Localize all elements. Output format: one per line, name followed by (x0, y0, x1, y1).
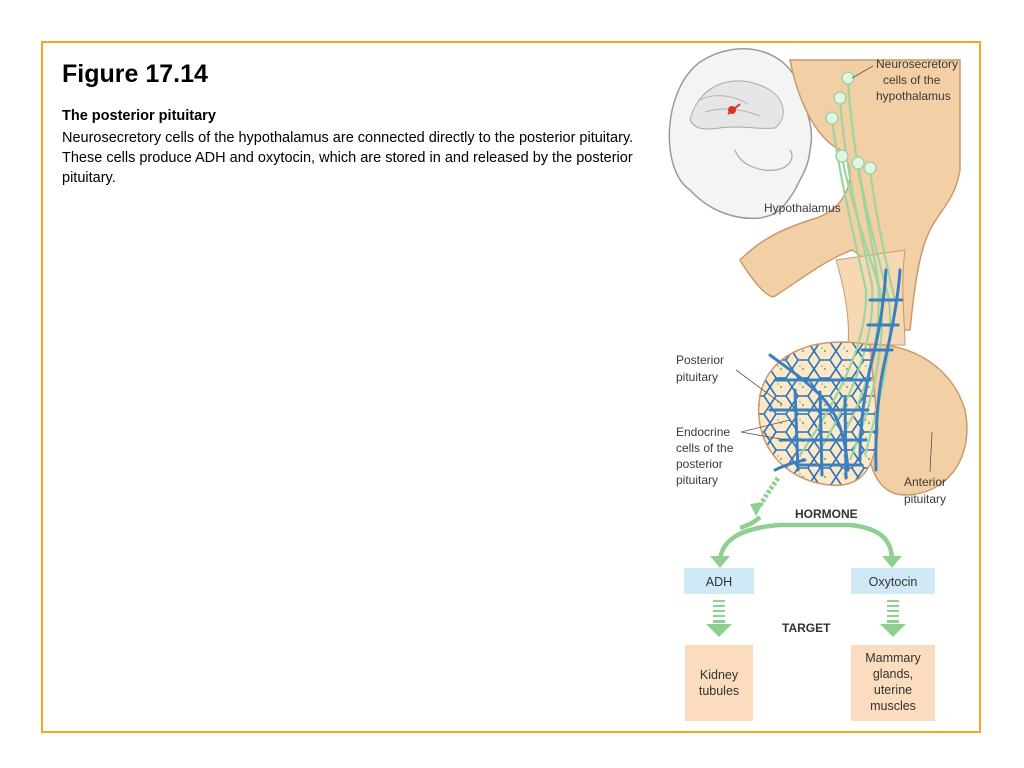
label-anterior-pituitary-line2: pituitary (904, 492, 946, 506)
figure-title: Figure 17.14 (62, 60, 208, 88)
label-posterior-pituitary-line1: Posterior (676, 353, 724, 367)
label-hypothalamus: Hypothalamus (764, 201, 841, 215)
label-endocrine-line2: cells of the (676, 441, 734, 455)
slide-frame (41, 41, 981, 733)
capillary-network (768, 268, 904, 480)
release-arrow (750, 476, 781, 516)
neurosecretory-cell-bodies (825, 71, 877, 175)
adh-label: ADH (706, 575, 732, 589)
mammary-label-line1: Mammary (865, 651, 921, 665)
label-hormone: HORMONE (795, 507, 858, 521)
kidney-label-line1: Kidney (700, 668, 739, 682)
label-posterior-pituitary-line2: pituitary (676, 370, 718, 384)
leader-lines (735, 65, 933, 473)
oxytocin-label: Oxytocin (869, 575, 918, 589)
target-arrows (706, 600, 906, 637)
caption-body: Neurosecretory cells of the hypothalamus… (62, 130, 634, 186)
label-endocrine-line1: Endocrine (676, 425, 730, 439)
posterior-pituitary (758, 341, 879, 487)
posterior-pituitary-diagram: Neurosecretory cells of the hypothalamus… (668, 48, 968, 721)
label-endocrine-line3: posterior (676, 457, 723, 471)
mammary-box (851, 645, 935, 721)
anterior-pituitary (859, 343, 968, 496)
mammary-label-line2: glands, (873, 667, 913, 681)
label-neurosecretory-line1: Neurosecretory (876, 57, 958, 71)
pituitary-gland (758, 341, 968, 496)
head-inset-illustration (668, 48, 813, 220)
kidney-box (685, 645, 753, 721)
label-target: TARGET (782, 621, 831, 635)
adh-box (684, 568, 754, 594)
label-neurosecretory-line3: hypothalamus (876, 89, 951, 103)
label-neurosecretory-line2: cells of the (883, 73, 941, 87)
mammary-label-line4: muscles (870, 699, 916, 713)
label-anterior-pituitary-line1: Anterior (904, 475, 946, 489)
oxytocin-box (851, 568, 935, 594)
label-endocrine-line4: pituitary (676, 473, 718, 487)
caption-heading: The posterior pituitary (62, 108, 216, 124)
mammary-label-line3: uterine (874, 683, 912, 697)
hormone-branch-arrows (710, 515, 902, 568)
kidney-label-line2: tubules (699, 684, 739, 698)
